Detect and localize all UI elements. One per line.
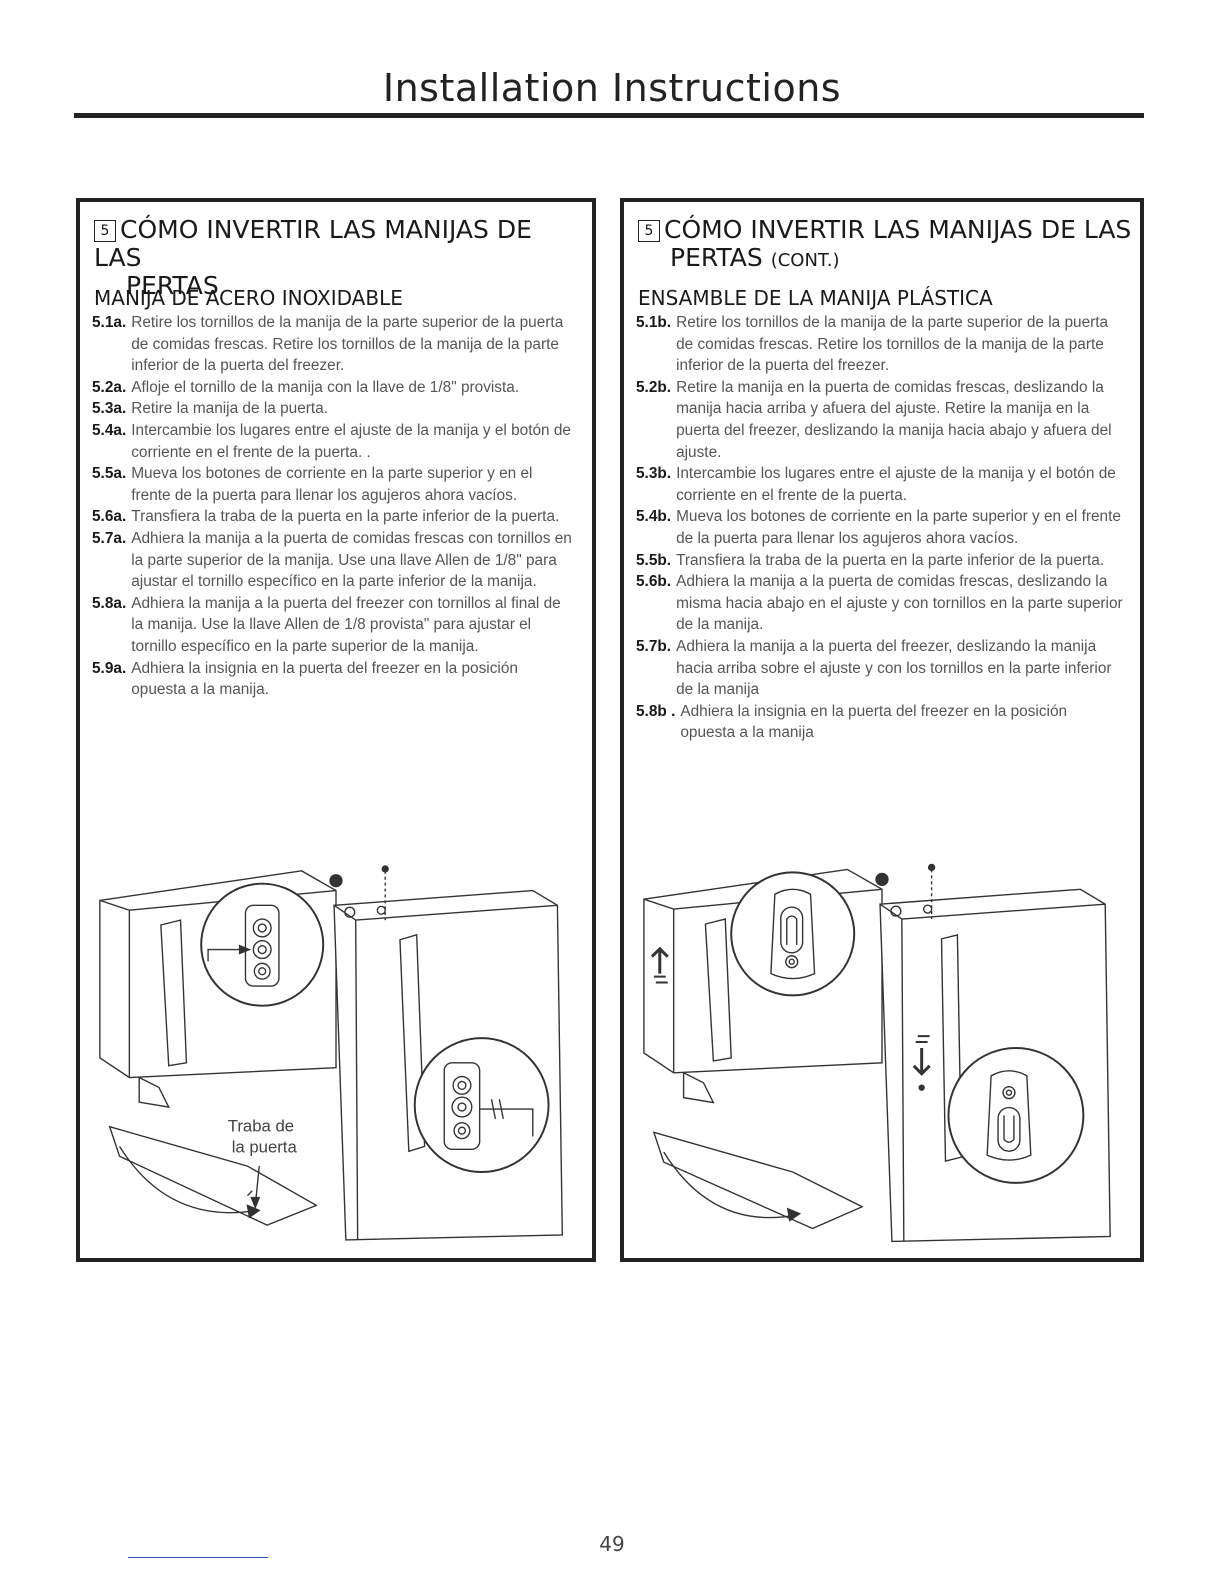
- steel-handle-diagram: Traba de la puerta: [99, 865, 564, 1241]
- step-number: 5.1b.: [636, 314, 672, 331]
- list-item: 5.7b.Adhiera la manija a la puerta del f…: [636, 636, 1124, 701]
- step-number: 5.1a.: [92, 314, 127, 331]
- title-rule: [74, 113, 1144, 118]
- step-number: 5.3b.: [636, 465, 672, 483]
- step-text: Adhiera la manija a la puerta del freeze…: [676, 637, 1112, 699]
- right-section-number: 5: [638, 220, 660, 242]
- list-item: 5.8b .Adhiera la insignia en la puerta d…: [636, 701, 1124, 744]
- step-text: Intercambie los lugares entre el ajuste …: [676, 465, 1116, 504]
- step-number: 5.8a.: [92, 594, 127, 612]
- page-number: 49: [599, 1532, 625, 1556]
- left-illustration: Traba de la puerta: [90, 848, 582, 1248]
- step-text: Retire los tornillos de la manija de la …: [676, 314, 1109, 375]
- step-number: 5.3a.: [92, 400, 127, 418]
- list-item: 5.9a.Adhiera la insignia en la puerta de…: [92, 658, 576, 701]
- right-heading-line2: PERTAS: [670, 243, 763, 272]
- step-text: Adhiera la insignia en la puerta del fre…: [131, 659, 518, 699]
- step-text: Adhiera la manija a la puerta de comidas…: [131, 529, 572, 591]
- step-text: Adhiera la manija a la puerta del freeze…: [131, 594, 561, 655]
- step-text: Retire la manija en la puerta de comidas…: [676, 378, 1112, 461]
- list-item: 5.2a.Afloje el tornillo de la manija con…: [92, 377, 576, 399]
- list-item: 5.4b.Mueva los botones de corriente en l…: [636, 506, 1124, 549]
- right-subheading: ENSAMBLE DE LA MANIJA PLÁSTICA: [638, 286, 993, 310]
- left-section-number: 5: [94, 220, 116, 242]
- step-number: 5.5b.: [636, 551, 672, 569]
- step-text: Mueva los botones de corriente en la par…: [676, 508, 1121, 547]
- right-steps-list: 5.1b.Retire los tornillos de la manija d…: [636, 312, 1124, 744]
- list-item: 5.3a.Retire la manija de la puerta.: [92, 398, 576, 420]
- step-number: 5.9a.: [92, 659, 127, 677]
- step-text: Transfiera la traba de la puerta en la p…: [676, 551, 1105, 569]
- list-item: 5.1a.Retire los tornillos de la manija d…: [92, 312, 576, 377]
- left-heading-line1: CÓMO INVERTIR LAS MANIJAS DE LAS: [94, 215, 532, 272]
- step-number: 5.8b .: [636, 702, 676, 720]
- step-number: 5.7a.: [92, 529, 127, 547]
- step-number: 5.4b.: [636, 508, 672, 526]
- list-item: 5.3b.Intercambie los lugares entre el aj…: [636, 463, 1124, 506]
- list-item: 5.6b.Adhiera la manija a la puerta de co…: [636, 571, 1124, 636]
- step-number: 5.6a.: [92, 508, 127, 526]
- step-text: Retire los tornillos de la manija de la …: [131, 314, 564, 375]
- step-number: 5.6b.: [636, 573, 672, 591]
- plastic-handle-diagram: [643, 863, 1111, 1243]
- list-item: 5.4a.Intercambie los lugares entre el aj…: [92, 420, 576, 463]
- step-text: Afloje el tornillo de la manija con la l…: [131, 378, 520, 396]
- right-heading-line1: CÓMO INVERTIR LAS MANIJAS DE LAS: [664, 215, 1132, 244]
- left-subheading: MANIJA DE ACERO INOXIDABLE: [94, 286, 403, 310]
- step-number: 5.7b.: [636, 637, 672, 655]
- list-item: 5.5a.Mueva los botones de corriente en l…: [92, 463, 576, 506]
- list-item: 5.7a.Adhiera la manija a la puerta de co…: [92, 528, 576, 593]
- footer-rule: [128, 1557, 268, 1558]
- list-item: 5.6a.Transfiera la traba de la puerta en…: [92, 506, 576, 528]
- left-steps-list: 5.1a.Retire los tornillos de la manija d…: [92, 312, 576, 701]
- list-item: 5.8a.Adhiera la manija a la puerta del f…: [92, 593, 576, 658]
- page-title: Installation Instructions: [382, 66, 842, 110]
- step-text: Adhiera la manija a la puerta de comidas…: [676, 573, 1123, 634]
- step-text: Intercambie los lugares entre el ajuste …: [131, 421, 571, 461]
- right-heading-cont: (CONT.): [770, 250, 840, 271]
- list-item: 5.2b.Retire la manija en la puerta de co…: [636, 377, 1124, 463]
- list-item: 5.5b.Transfiera la traba de la puerta en…: [636, 550, 1124, 572]
- door-stop-label-line2: la puerta: [232, 1137, 298, 1156]
- right-illustration: [634, 848, 1130, 1248]
- left-heading-line2: PERTAS: [126, 271, 219, 300]
- step-number: 5.2b.: [636, 378, 672, 396]
- step-number: 5.2a.: [92, 378, 127, 396]
- list-item: 5.1b.Retire los tornillos de la manija d…: [636, 312, 1124, 377]
- step-number: 5.4a.: [92, 421, 127, 439]
- step-text: Adhiera la insignia en la puerta del fre…: [680, 702, 1068, 742]
- step-text: Mueva los botones de corriente en la par…: [131, 465, 533, 504]
- step-number: 5.5a.: [92, 465, 127, 483]
- door-stop-label-line1: Traba de: [228, 1117, 294, 1136]
- step-text: Transfiera la traba de la puerta en la p…: [131, 508, 560, 526]
- step-text: Retire la manija de la puerta.: [131, 400, 328, 418]
